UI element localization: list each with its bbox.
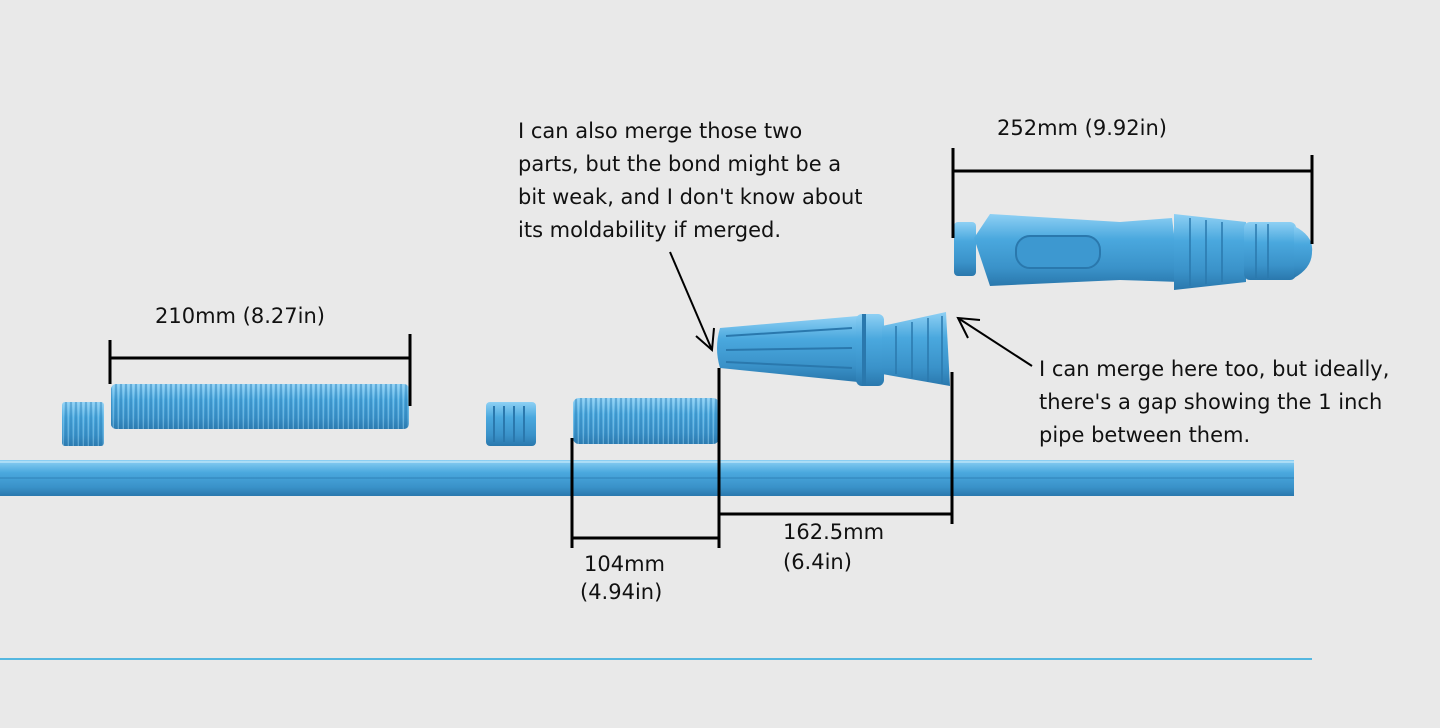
note-merge-gap-line: there's a gap showing the 1 inch xyxy=(1039,390,1383,414)
long-pipe xyxy=(0,460,1294,496)
emitter-piece xyxy=(717,312,950,386)
ribbed-sleeve-210 xyxy=(111,384,409,429)
dimension-label-104-in: (4.94in) xyxy=(580,580,663,604)
dimension-lines-104 xyxy=(570,368,721,548)
dimension-label-252: 252mm (9.92in) xyxy=(997,116,1167,140)
note-merge-parts: I can also merge those two parts, but th… xyxy=(518,115,863,247)
arrow-merge-parts xyxy=(669,251,715,353)
note-merge-gap-line: I can merge here too, but ideally, xyxy=(1039,357,1390,381)
note-merge-parts-line: bit weak, and I don't know about xyxy=(518,185,863,209)
note-merge-parts-line: parts, but the bond might be a xyxy=(518,152,842,176)
dimension-lines-252 xyxy=(951,148,1314,244)
hilt-piece xyxy=(954,214,1313,290)
dimension-label-210: 210mm (8.27in) xyxy=(155,304,325,328)
dimension-label-162-mm: 162.5mm xyxy=(783,520,885,544)
dimension-lines-162 xyxy=(719,372,954,524)
note-merge-parts-line: its moldability if merged. xyxy=(518,218,781,242)
ribbed-sleeve-104 xyxy=(573,398,719,444)
note-merge-gap-line: pipe between them. xyxy=(1039,423,1251,447)
note-merge-gap: I can merge here too, but ideally, there… xyxy=(1039,353,1389,452)
arrow-merge-gap xyxy=(956,316,1033,367)
dimension-label-162-in: (6.4in) xyxy=(783,550,852,574)
dimension-label-104-mm: 104mm xyxy=(584,552,665,576)
grip-ring xyxy=(486,402,536,446)
small-ring-left xyxy=(62,402,104,446)
dimension-lines-210 xyxy=(108,334,412,406)
note-merge-parts-line: I can also merge those two xyxy=(518,119,803,143)
